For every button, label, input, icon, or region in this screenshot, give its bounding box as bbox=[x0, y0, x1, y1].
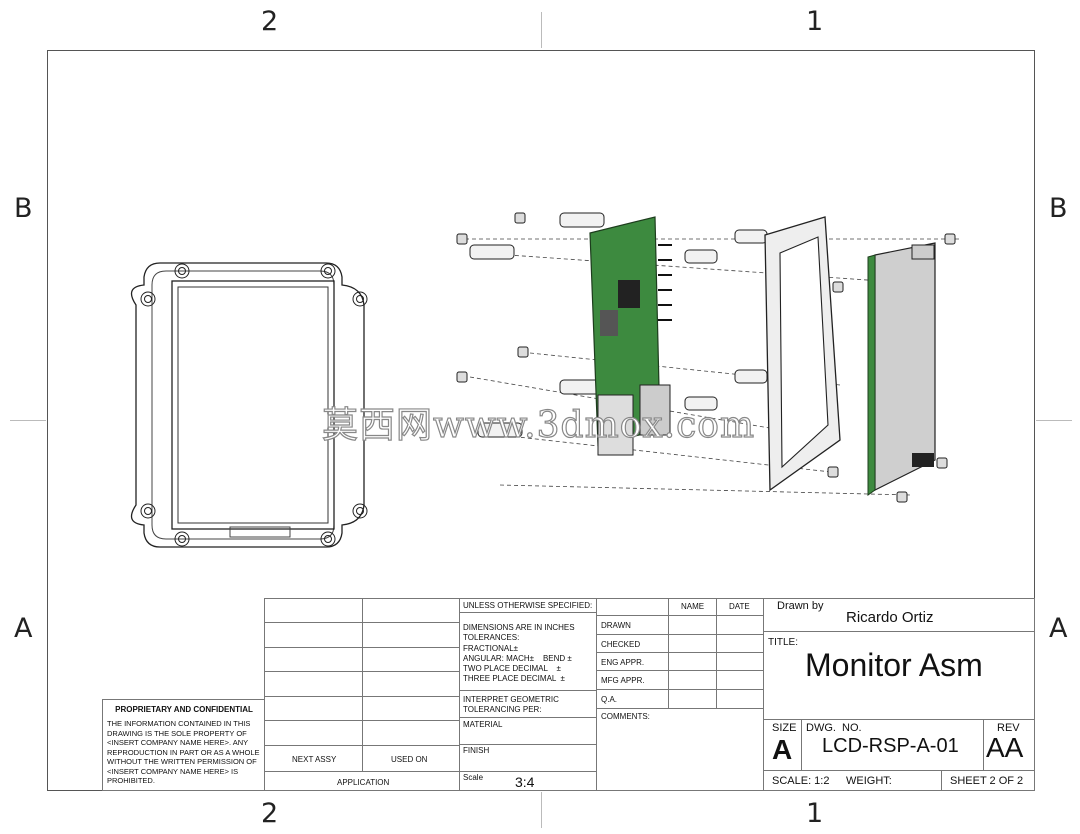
zone-divider-top bbox=[541, 12, 542, 48]
scale-label: Scale bbox=[463, 773, 484, 782]
eng-appr-row-label: ENG APPR. bbox=[601, 658, 645, 667]
grid-line bbox=[596, 689, 763, 690]
grid-line bbox=[983, 719, 984, 770]
unless-specified-label: UNLESS OTHERWISE SPECIFIED: bbox=[463, 601, 593, 610]
size-label: SIZE bbox=[772, 722, 797, 734]
grid-line bbox=[763, 770, 1035, 771]
zone-label-bottom-1: 1 bbox=[806, 798, 824, 829]
zone-divider-bottom bbox=[541, 792, 542, 828]
sheet-label: SHEET 2 OF 2 bbox=[950, 775, 1024, 787]
title-label: TITLE: bbox=[768, 637, 799, 648]
scale-value: 3:4 bbox=[515, 774, 535, 790]
zone-label-top-1: 1 bbox=[806, 6, 824, 37]
proprietary-title: PROPRIETARY AND CONFIDENTIAL bbox=[115, 705, 253, 714]
application-label: APPLICATION bbox=[337, 778, 390, 787]
grid-line bbox=[596, 708, 763, 709]
used-on-label: USED ON bbox=[391, 755, 428, 764]
drawn-by-label: Drawn by bbox=[777, 600, 824, 612]
grid-line bbox=[264, 647, 459, 648]
angular-label: ANGULAR: MACH± BEND ± bbox=[463, 654, 572, 663]
grid-line bbox=[459, 598, 460, 791]
size-value: A bbox=[772, 734, 793, 765]
grid-line bbox=[763, 598, 764, 791]
grid-line bbox=[941, 770, 942, 791]
grid-line bbox=[264, 771, 459, 772]
front-view-monitor bbox=[130, 262, 368, 548]
zone-label-left-b: B bbox=[14, 193, 33, 224]
proprietary-text: THE INFORMATION CONTAINED IN THIS DRAWIN… bbox=[107, 719, 260, 785]
grid-line bbox=[763, 631, 1035, 632]
grid-line bbox=[716, 598, 717, 708]
zone-divider-left bbox=[10, 420, 46, 421]
zone-label-left-a: A bbox=[14, 613, 33, 644]
comments-label: COMMENTS: bbox=[601, 712, 650, 721]
qa-row-label: Q.A. bbox=[601, 695, 618, 704]
two-place-label: TWO PLACE DECIMAL ± bbox=[463, 664, 561, 673]
grid-line bbox=[596, 634, 763, 635]
grid-line bbox=[459, 771, 596, 772]
grid-line bbox=[596, 598, 597, 791]
rev-value: AA bbox=[986, 732, 1024, 763]
scale-footer: SCALE: 1:2 bbox=[772, 775, 830, 787]
zone-label-bottom-2: 2 bbox=[261, 798, 279, 829]
watermark-text: 莫西网www.3dmox.com bbox=[321, 404, 756, 446]
interpret-label: INTERPRET GEOMETRIC TOLERANCING PER: bbox=[463, 695, 559, 714]
date-header: DATE bbox=[729, 602, 750, 611]
three-place-label: THREE PLACE DECIMAL ± bbox=[463, 674, 565, 683]
fractional-label: FRACTIONAL± bbox=[463, 644, 519, 653]
grid-line bbox=[264, 622, 459, 623]
zone-label-right-a: A bbox=[1049, 613, 1068, 644]
name-header: NAME bbox=[681, 602, 705, 611]
rev-label: REV bbox=[997, 722, 1020, 734]
zone-label-right-b: B bbox=[1049, 193, 1068, 224]
grid-line bbox=[264, 720, 459, 721]
checked-row-label: CHECKED bbox=[601, 640, 641, 649]
mfg-appr-row-label: MFG APPR. bbox=[601, 676, 645, 685]
grid-line bbox=[264, 745, 459, 746]
dwg-no-value: LCD-RSP-A-01 bbox=[822, 735, 959, 757]
dwg-no-label: DWG. NO. bbox=[806, 722, 862, 734]
exploded-assembly-view bbox=[456, 212, 960, 503]
grid-line bbox=[362, 598, 363, 771]
next-assy-label: NEXT ASSY bbox=[292, 755, 337, 764]
drawn-by-value: Ricardo Ortiz bbox=[846, 609, 934, 626]
grid-line bbox=[668, 598, 669, 708]
title-block bbox=[264, 598, 1035, 791]
grid-line bbox=[264, 696, 459, 697]
grid-line bbox=[596, 652, 763, 653]
tolerances-label: TOLERANCES: bbox=[463, 633, 520, 642]
material-label: MATERIAL bbox=[463, 720, 503, 729]
grid-line bbox=[763, 719, 1035, 720]
zone-label-top-2: 2 bbox=[261, 6, 279, 37]
grid-line bbox=[459, 612, 596, 613]
grid-line bbox=[264, 671, 459, 672]
grid-line bbox=[801, 719, 802, 770]
zone-divider-right bbox=[1036, 420, 1072, 421]
dimensions-label: DIMENSIONS ARE IN INCHES bbox=[463, 623, 575, 632]
grid-line bbox=[596, 670, 763, 671]
weight-label: WEIGHT: bbox=[846, 775, 892, 787]
proprietary-block: PROPRIETARY AND CONFIDENTIAL THE INFORMA… bbox=[102, 699, 264, 791]
grid-line bbox=[459, 690, 596, 691]
drawing-title: Monitor Asm bbox=[805, 647, 983, 683]
grid-line bbox=[596, 615, 763, 616]
grid-line bbox=[459, 717, 596, 718]
finish-label: FINISH bbox=[463, 746, 490, 755]
grid-line bbox=[459, 744, 596, 745]
drawn-row-label: DRAWN bbox=[601, 621, 631, 630]
